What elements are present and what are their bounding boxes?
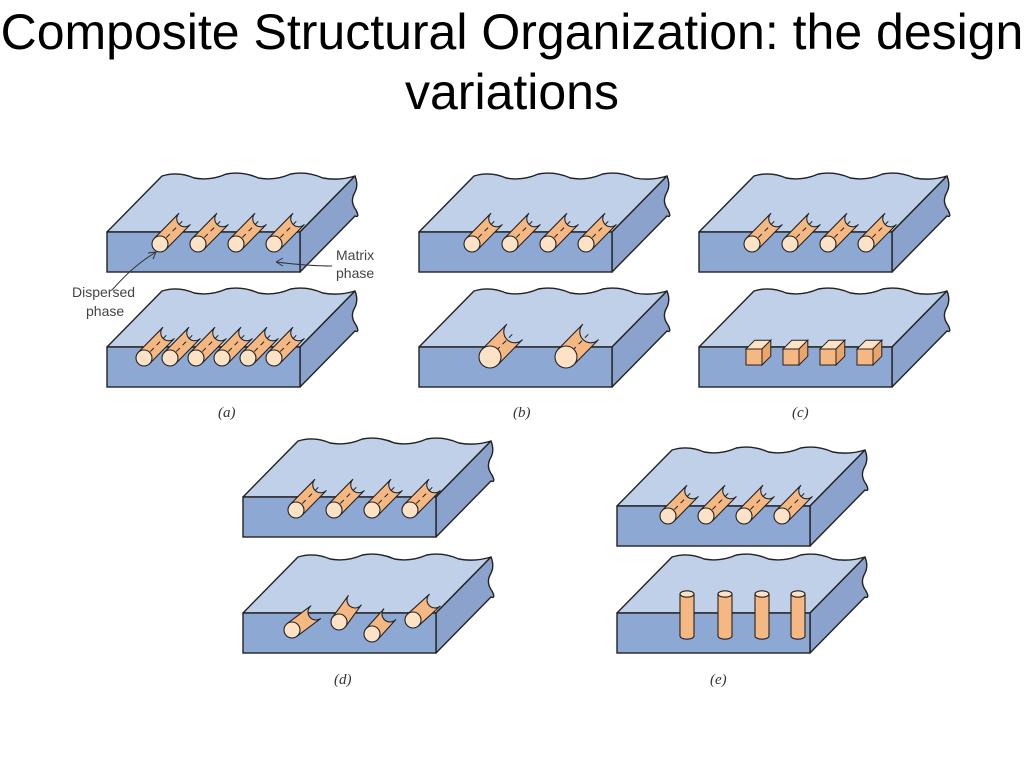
fiber-a-top-2 [189,212,229,253]
fiber-d-top-3 [363,478,403,519]
fiber-a-bottom-1 [135,326,175,367]
fiber-b-top-1 [463,212,503,253]
fiber-a-bottom-5 [239,326,279,367]
fiber-e-top-1 [659,484,699,525]
slab-b-bottom-top-face [418,287,668,348]
slab-a-top-top-face [106,172,356,233]
slab-c-bottom-side-face [891,290,951,388]
fiber-a-top-1 [151,212,191,253]
rod-e-4 [790,590,806,640]
slab-b-top [418,172,671,273]
matrix-phase-label-line1: Matrix [336,247,374,263]
slab-a-bottom [106,287,359,388]
fiber-b-top-3 [539,212,579,253]
slab-d-bottom [242,553,495,654]
dispersed-phase-callout: Dispersed phase [72,251,157,319]
slab-e-bottom [616,553,869,654]
rod-e-2 [717,590,733,640]
fiber-a-top-4 [265,212,305,253]
slab-d-top-top-face [242,437,492,498]
panel-label-e: (e) [710,672,727,688]
cube-c-2 [781,338,810,367]
slab-e-bottom-side-face [809,556,869,654]
dispersed-phase-label-line1: Dispersed [72,284,135,300]
slab-c-top [698,172,951,273]
slab-c-top-side-face [891,175,951,273]
slab-c-bottom-top-face [698,287,948,348]
slab-a-bottom-top-face [106,287,356,348]
fiber-b-bottom-1 [478,323,523,369]
page-title: Composite Structural Organization: the d… [0,4,1024,120]
slab-b-top-top-face [418,172,668,233]
cube-c-3 [818,338,847,367]
fiber-a-bottom-4 [213,326,253,367]
fiber-d-top-4 [401,478,441,519]
matrix-phase-callout: Matrix phase [275,247,374,281]
fiber-a-bottom-6 [265,326,305,367]
fiber-e-top-2 [697,484,737,525]
slab-e-top [616,446,869,547]
rod-e-3 [754,590,770,640]
panel-label-a: (a) [218,405,236,421]
panel-label-d: (d) [334,672,352,688]
slabs-layer [106,172,951,654]
slab-d-bottom-side-face [435,556,495,654]
slab-a-top-side-face [299,175,359,273]
fiber-c-top-1 [743,212,783,253]
fiber-e-top-4 [773,484,813,525]
fiber-d-bottom-3 [363,608,397,643]
cube-c-1 [744,338,773,367]
slab-c-top-top-face [698,172,948,233]
fiber-d-bottom-1 [283,605,322,639]
slab-b-bottom-side-face [611,290,671,388]
fiber-b-top-2 [501,212,541,253]
fiber-a-bottom-3 [187,326,227,367]
fiber-a-bottom-2 [161,326,201,367]
fiber-d-top-2 [325,478,365,519]
slab-e-bottom-front-face [616,612,811,654]
slab-b-top-side-face [611,175,671,273]
fiber-c-top-4 [857,212,897,253]
fiber-c-top-3 [819,212,859,253]
slab-a-bottom-side-face [299,290,359,388]
fiber-d-top-1 [287,478,327,519]
fiber-a-top-3 [227,212,267,253]
slab-d-bottom-top-face [242,553,492,614]
fiber-c-top-2 [781,212,821,253]
fiber-d-bottom-4 [404,593,441,629]
fiber-b-top-4 [577,212,617,253]
slab-e-top-side-face [809,449,869,547]
cube-c-4 [855,338,884,367]
panel-label-b: (b) [513,405,531,421]
fiber-e-top-3 [735,484,775,525]
fiber-d-bottom-2 [330,594,362,631]
fiber-b-bottom-2 [554,323,599,369]
slab-e-top-top-face [616,446,866,507]
slab-d-top-side-face [435,440,495,538]
slab-c-bottom [698,287,951,388]
panel-label-c: (c) [792,405,809,421]
slab-d-top [242,437,495,538]
slab-a-top [106,172,359,273]
rod-e-1 [679,590,695,640]
dispersed-phase-label-line2: phase [86,303,124,319]
matrix-phase-label-line2: phase [336,265,374,281]
slab-b-bottom [418,287,671,388]
